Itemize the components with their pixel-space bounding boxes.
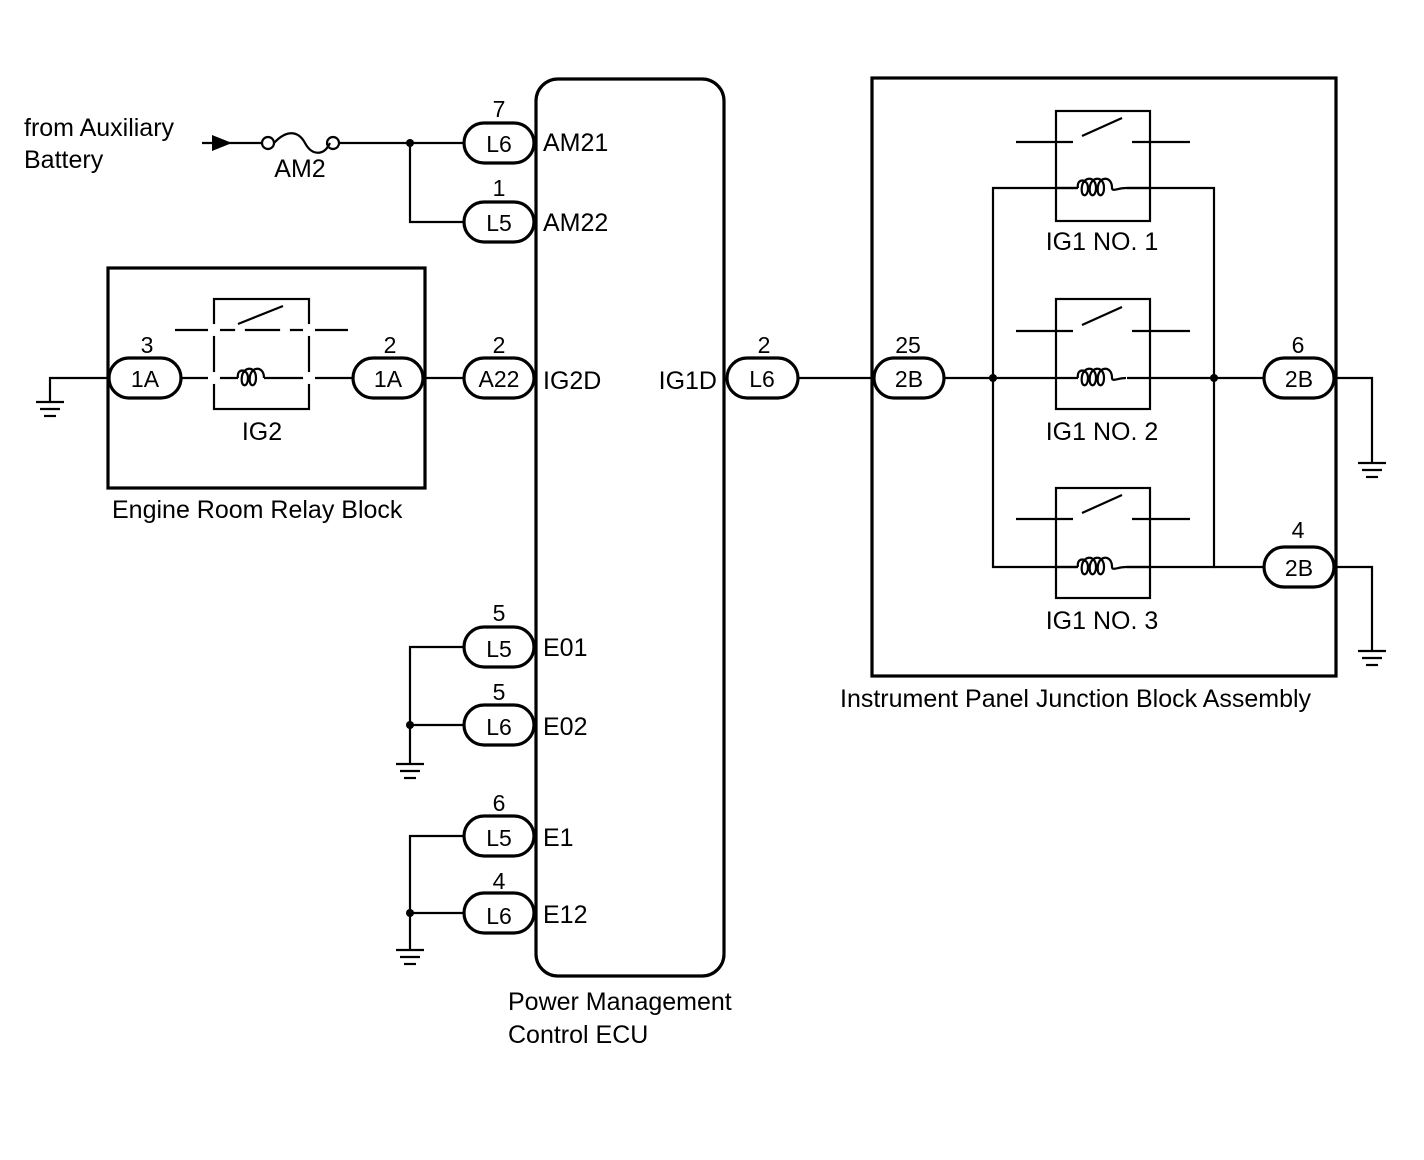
- terminal-e01: E01: [543, 634, 587, 662]
- connector-id: 1A: [374, 366, 403, 392]
- relay-ig1-no3-label: IG1 NO. 3: [1046, 607, 1159, 635]
- connector-id: L5: [486, 636, 512, 662]
- connector-2b-pin6: 2B 6: [1262, 332, 1336, 400]
- relay-ig1-no2-label: IG1 NO. 2: [1046, 418, 1159, 446]
- source-label-line2: Battery: [24, 146, 104, 174]
- connector-a22-pin2: A22 2: [462, 332, 536, 400]
- connector-id: L6: [486, 714, 512, 740]
- connector-l5-pin6: L5 6: [462, 790, 536, 858]
- relay-ig1-no3: IG1 NO. 3: [1016, 486, 1190, 635]
- pin-number: 6: [493, 790, 506, 816]
- connector-1a-pin2: 1A 2: [351, 332, 425, 400]
- connector-id: L6: [749, 366, 775, 392]
- relay-ig1-no1-label: IG1 NO. 1: [1046, 228, 1159, 256]
- terminal-ig1d: IG1D: [659, 367, 717, 395]
- relay-ig2: IG2: [175, 297, 348, 446]
- pin-number: 4: [493, 868, 506, 894]
- connector-id: L5: [486, 825, 512, 851]
- pin-number: 25: [895, 332, 921, 358]
- connector-l6-pin7: L6 7: [462, 96, 536, 165]
- junction-block-label: Instrument Panel Junction Block Assembly: [840, 685, 1312, 713]
- ground-icon: [1358, 649, 1386, 667]
- battery-source: from Auxiliary Battery: [24, 114, 262, 174]
- pin-number: 5: [493, 679, 506, 705]
- relay-ig2-label: IG2: [242, 418, 282, 446]
- power-management-ecu: Power Management Control ECU AM21 AM22 I…: [508, 77, 732, 1049]
- connector-l6-pin5: L6 5: [462, 679, 536, 747]
- connector-2b-pin25: 2B 25: [872, 332, 946, 400]
- connector-1a-pin3: 1A 3: [107, 332, 183, 400]
- pin-number: 3: [141, 332, 154, 358]
- pin-number: 7: [493, 96, 506, 122]
- terminal-am21: AM21: [543, 129, 608, 157]
- ground-icon: [396, 762, 424, 780]
- ground-icon: [396, 948, 424, 966]
- connector-l5-pin1: L5 1: [462, 175, 536, 244]
- connector-id: 2B: [895, 366, 923, 392]
- terminal-am22: AM22: [543, 209, 608, 237]
- ground-icon: [36, 400, 64, 418]
- pin-number: 4: [1292, 517, 1305, 543]
- arrow-icon: [212, 135, 232, 151]
- ecu-label-line1: Power Management: [508, 988, 732, 1016]
- source-label-line1: from Auxiliary: [24, 114, 175, 142]
- terminal-ig2d: IG2D: [543, 367, 601, 395]
- connector-l6-pin4: L6 4: [462, 868, 536, 935]
- pin-number: 6: [1292, 332, 1305, 358]
- connector-id: L5: [486, 210, 512, 236]
- fuse-am2: AM2: [260, 132, 341, 183]
- connector-2b-pin4: 2B 4: [1262, 517, 1336, 589]
- pin-number: 5: [493, 600, 506, 626]
- pin-number: 2: [493, 332, 506, 358]
- pin-number: 2: [384, 332, 397, 358]
- connector-l5-pin5: L5 5: [462, 600, 536, 669]
- pin-number: 2: [758, 332, 771, 358]
- relay-block-label: Engine Room Relay Block: [112, 496, 403, 524]
- connector-id: 1A: [131, 366, 160, 392]
- connector-id: A22: [479, 366, 520, 392]
- ecu-label-line2: Control ECU: [508, 1021, 648, 1049]
- pin-number: 1: [493, 175, 506, 201]
- relay-ig1-no1: IG1 NO. 1: [1016, 109, 1190, 256]
- ground-icon: [1358, 461, 1386, 479]
- connector-l6-pin2-ig1d: L6 2: [725, 332, 800, 400]
- connector-id: L6: [486, 903, 512, 929]
- terminal-e12: E12: [543, 901, 587, 929]
- engine-room-relay-block: Engine Room Relay Block: [106, 266, 427, 524]
- terminal-e1: E1: [543, 824, 574, 852]
- relay-ig1-no2: IG1 NO. 2: [1016, 297, 1190, 446]
- connector-id: 2B: [1285, 366, 1313, 392]
- terminal-e02: E02: [543, 713, 587, 741]
- connector-id: L6: [486, 131, 512, 157]
- connector-id: 2B: [1285, 555, 1313, 581]
- fuse-label: AM2: [274, 155, 325, 183]
